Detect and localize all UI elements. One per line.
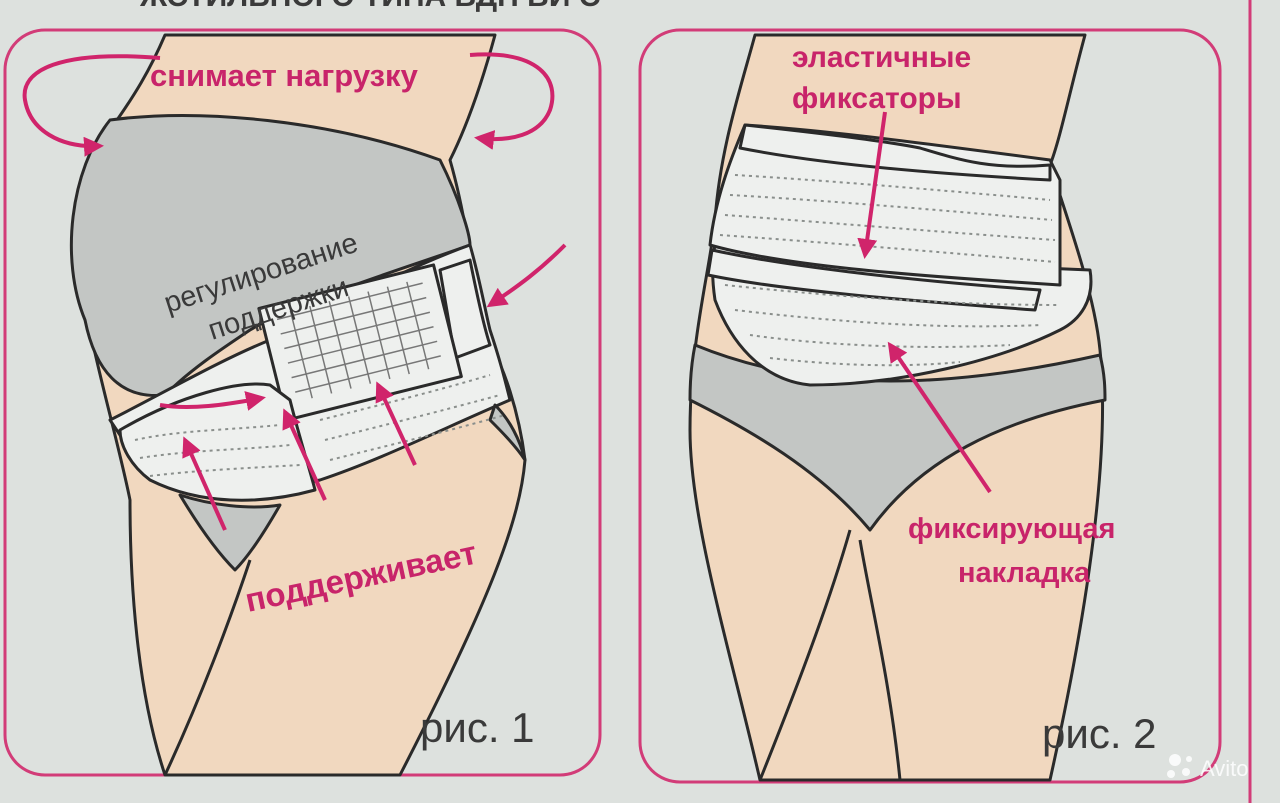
figure-1-arrows	[22, 52, 567, 531]
figure-2-elastic-strap-lower	[706, 248, 1042, 312]
arrow-up-2	[282, 408, 327, 501]
figure-2-leg-line	[758, 529, 902, 781]
watermark: Avito	[1167, 754, 1249, 781]
arrow-up-1	[182, 436, 227, 531]
arrow-pad	[887, 341, 992, 494]
arrow-load-left	[22, 54, 161, 157]
label-fixing-pad-2: накладка	[958, 557, 1091, 589]
header-partial-title: ЖСТИЛЬНОГО ТИПА ВДН ВИ С	[139, 0, 600, 13]
arrow-elastic	[857, 111, 887, 259]
figure-2: эластичные фиксаторы фиксирующая накладк…	[638, 28, 1222, 784]
figure-2-arrows	[857, 111, 992, 494]
arrow-side	[486, 243, 567, 308]
label-elastic-1: эластичные	[792, 41, 971, 74]
figure-1-caption: рис. 1	[420, 704, 535, 751]
figure-1-side-strap	[438, 258, 492, 360]
figure-1-leg-line	[163, 559, 252, 776]
label-removes-load: снимает нагрузку	[150, 58, 419, 93]
figure-1-underwear	[178, 493, 282, 572]
arrow-flap	[159, 391, 266, 411]
arrow-up-3	[375, 381, 417, 466]
figure-2-frame	[638, 28, 1222, 784]
figure-1-velcro-grid	[276, 281, 441, 399]
figure-1-belt-texture	[134, 374, 506, 477]
figure-2-caption: рис. 2	[1042, 710, 1157, 757]
avito-logo-icon	[1167, 754, 1192, 778]
label-fixing-pad-1: фиксирующая	[908, 513, 1115, 545]
figure-2-top-flap	[738, 123, 1052, 182]
watermark-text: Avito	[1200, 756, 1249, 781]
arrow-load-right	[469, 52, 555, 150]
figure-1-front-flap	[118, 382, 317, 502]
figure-2-texture	[719, 174, 1061, 367]
label-elastic-2: фиксаторы	[792, 82, 962, 115]
figure-2-underwear	[688, 343, 1107, 532]
figure-1-underwear-right	[488, 403, 527, 462]
figure-1: снимает нагрузку регулирование поддержки…	[3, 28, 602, 777]
